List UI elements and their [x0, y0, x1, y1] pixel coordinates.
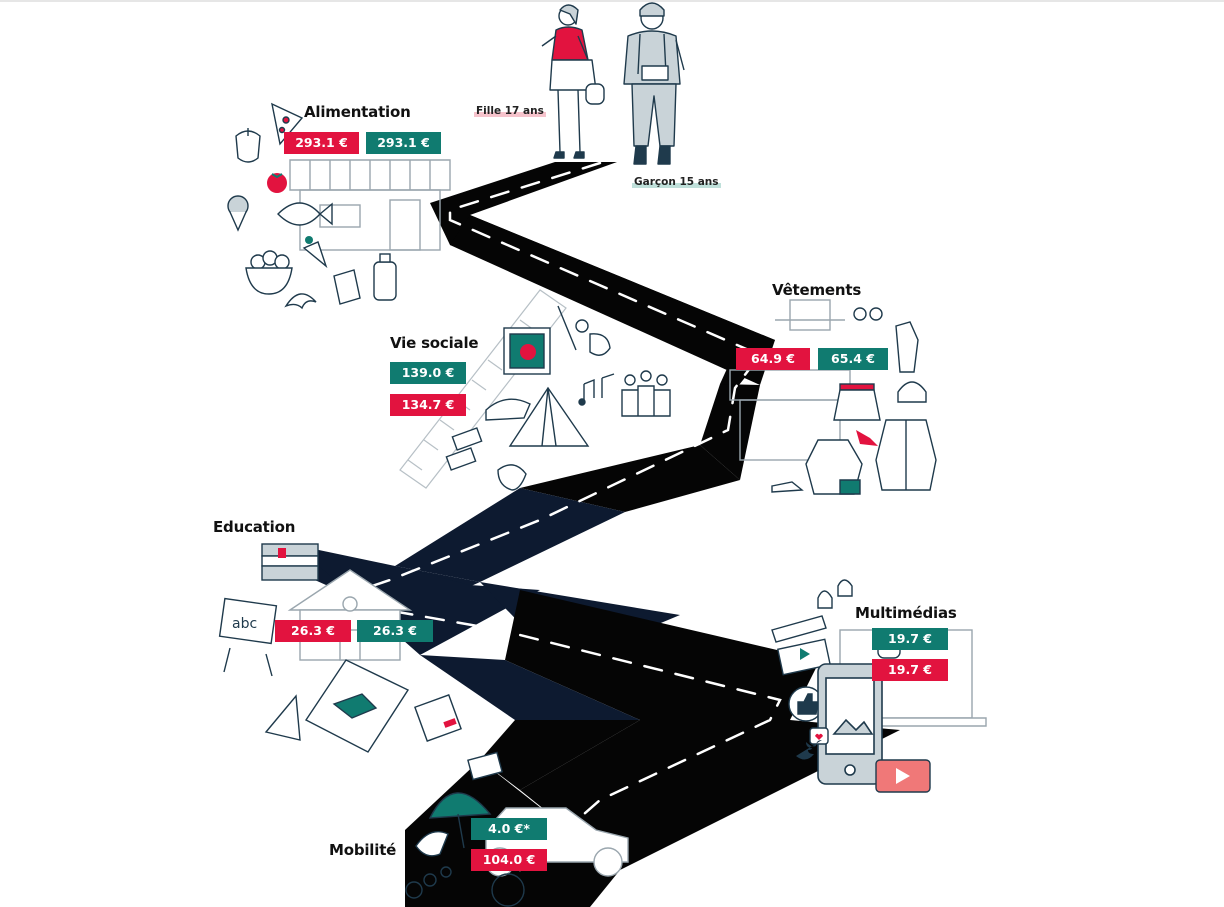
category-title-education: Education: [213, 518, 296, 536]
poster-icon: [503, 327, 551, 375]
boy-label: Garçon 15 ans: [632, 176, 721, 188]
video-play-icon: [875, 759, 931, 793]
boy-amount-alimentation: 293.1 €: [366, 132, 441, 154]
dinosaur-skull-icon: [485, 398, 531, 421]
tomato-icon: [267, 173, 287, 193]
top-divider: [0, 0, 1224, 2]
abc-glyph: abc: [232, 616, 257, 632]
carrot-icon: [302, 236, 328, 269]
girl-amount-alimentation: 293.1 €: [284, 132, 359, 154]
girl-amount-multimedias: 19.7 €: [872, 659, 948, 681]
road: [270, 161, 900, 907]
grocery-shop-icon: [289, 159, 451, 251]
beanie-icon: [897, 381, 927, 403]
category-title-vetements: Vêtements: [772, 281, 862, 299]
ghost-icon: [817, 579, 853, 609]
coat-icon: [875, 419, 937, 491]
bicycle-chain-icon: [405, 866, 525, 907]
ticket-card-icon: [467, 751, 503, 781]
boy-amount-vie-sociale: 139.0 €: [390, 362, 466, 384]
bottle-icon: [373, 253, 397, 301]
skirt-icon: [833, 383, 881, 421]
category-title-vie-sociale: Vie sociale: [390, 334, 479, 352]
calculator-icon: [414, 694, 462, 742]
high-heel-icon: [856, 430, 878, 446]
pizza-icon: [271, 102, 304, 146]
top-icon: [895, 321, 919, 373]
girl-amount-education: 26.3 €: [275, 620, 351, 642]
glasses-icon: [853, 307, 883, 321]
category-title-alimentation: Alimentation: [304, 103, 411, 121]
girl-amount-vetements: 64.9 €: [736, 348, 810, 370]
baseball-icon: [557, 305, 611, 356]
ice-cream-icon: [227, 195, 249, 232]
girl-amount-vie-sociale: 134.7 €: [390, 394, 466, 416]
boy-amount-education: 26.3 €: [357, 620, 433, 642]
twitter-icon: [796, 740, 822, 760]
coffee-cup-icon: [333, 269, 361, 305]
pepper-icon: [235, 128, 261, 163]
salad-bowl-icon: [245, 250, 293, 295]
hoodie-icon: [805, 439, 863, 495]
boy-amount-multimedias: 19.7 €: [872, 628, 948, 650]
boy-amount-mobilite: 4.0 €*: [471, 818, 547, 840]
tent-icon: [508, 386, 590, 447]
blackboard-icon: [218, 597, 278, 677]
triangle-ruler-icon: [264, 694, 301, 741]
croissant-icon: [284, 293, 317, 310]
boy-amount-vetements: 65.4 €: [818, 348, 888, 370]
fish-icon: [277, 202, 333, 226]
girl-label: Fille 17 ans: [474, 105, 546, 117]
category-title-multimedias: Multimédias: [855, 604, 957, 622]
sneaker-icon: [771, 481, 804, 493]
mask-icon: [497, 464, 527, 491]
umbrella-icon: [428, 792, 492, 849]
category-title-mobilite: Mobilité: [329, 841, 397, 859]
girl-figure: [541, 4, 605, 159]
music-notes-icon: [578, 373, 615, 406]
bird-icon: [415, 831, 449, 857]
boy-figure: [623, 2, 685, 165]
smartphone-icon: [817, 663, 883, 785]
clapperboard-icon: [771, 615, 832, 676]
heart-bubble-icon: [809, 727, 829, 745]
books-icon: [261, 543, 319, 581]
friends-group-icon: [621, 370, 671, 417]
girl-amount-mobilite: 104.0 €: [471, 849, 547, 871]
film-strip-icon: [399, 289, 567, 489]
tickets-icon: [445, 427, 483, 471]
thumbs-up-icon: [788, 686, 824, 722]
laptop-graduation-icon: [304, 659, 410, 753]
